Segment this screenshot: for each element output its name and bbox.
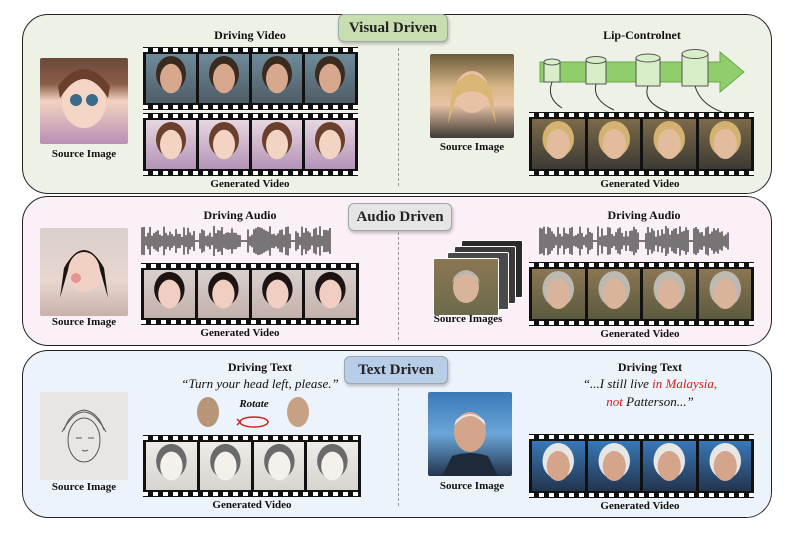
video-frame (197, 270, 249, 318)
text-quote-right-1a: “...I still live (582, 376, 653, 391)
audio-generated-left-strip (141, 263, 359, 325)
visual-source-label: Source Image (51, 148, 117, 160)
video-frame (305, 54, 355, 103)
text-source-image (40, 392, 128, 480)
text-quote-right-1b: in Malaysia, (652, 376, 718, 391)
text-generated-right-label: Generated Video (600, 500, 680, 512)
audio-source-stack-front (433, 258, 499, 316)
text-source-image-right (428, 392, 512, 476)
video-frame (146, 120, 196, 169)
visual-generated-right-strip (529, 112, 754, 176)
visual-source-right-label: Source Image (439, 141, 505, 153)
text-driving-text-right-label: Driving Text (617, 360, 683, 374)
video-frame (643, 269, 696, 319)
video-frame (532, 269, 585, 319)
visual-driving-strip (143, 47, 358, 110)
visual-divider (398, 48, 399, 186)
visual-driving-video-label: Driving Video (214, 28, 286, 42)
video-frame (307, 442, 358, 490)
audio-source-label: Source Image (51, 316, 117, 328)
video-frame (252, 120, 302, 169)
video-frame (146, 442, 197, 490)
audio-driving-audio-right-label: Driving Audio (607, 208, 681, 222)
audio-generated-right-strip (529, 262, 754, 326)
text-quote-left: “Turn your head left, please.” (181, 376, 339, 391)
audio-source-images-label: Source Images (433, 313, 503, 325)
video-frame (532, 441, 585, 491)
text-generated-left-label: Generated Video (212, 499, 292, 511)
audio-generated-left-label: Generated Video (200, 327, 280, 339)
video-frame (199, 442, 251, 490)
audio-driven-badge: Audio Driven (348, 203, 452, 231)
visual-generated-right-label: Generated Video (600, 178, 680, 190)
video-frame (305, 270, 356, 318)
text-generated-left-strip (143, 435, 361, 497)
audio-driving-audio-left-label: Driving Audio (203, 208, 277, 222)
text-divider (398, 388, 399, 506)
visual-generated-left-label: Generated Video (210, 178, 290, 190)
audio-generated-right-label: Generated Video (600, 328, 680, 340)
video-frame (587, 119, 640, 169)
video-frame (698, 119, 751, 169)
audio-waveform-left (141, 226, 331, 256)
text-quote-right-2a: not (606, 394, 623, 409)
visual-source-image (40, 58, 128, 144)
video-frame (587, 441, 640, 491)
video-frame (643, 119, 696, 169)
audio-waveform-right (539, 226, 729, 256)
video-frame (698, 269, 751, 319)
video-frame (305, 120, 355, 169)
visual-generated-strip (143, 113, 358, 176)
audio-divider (398, 232, 399, 340)
text-quote-right-line2: not Patterson...” (550, 394, 750, 410)
video-frame (199, 54, 249, 103)
rotate-heads (197, 397, 309, 428)
lip-controlnet-diagram (539, 49, 745, 113)
text-generated-right-strip (529, 434, 754, 498)
video-frame (199, 120, 249, 169)
video-frame (698, 441, 751, 491)
text-driving-text-left-label: Driving Text (227, 360, 293, 374)
visual-driven-badge: Visual Driven (338, 14, 448, 42)
video-frame (253, 442, 305, 490)
text-source-label: Source Image (51, 481, 117, 493)
video-frame (587, 269, 640, 319)
video-frame (251, 270, 303, 318)
text-source-right-label: Source Image (439, 480, 505, 492)
video-frame (252, 54, 302, 103)
text-driven-badge: Text Driven (344, 356, 448, 384)
text-quote-right-2b: Patterson...” (622, 394, 694, 409)
video-frame (532, 119, 585, 169)
rotate-label: Rotate (239, 398, 269, 410)
video-frame (144, 270, 195, 318)
text-quote-right-line1: “...I still live in Malaysia, (550, 376, 750, 392)
visual-source-image-right (430, 54, 514, 138)
lip-controlnet-label: Lip-Controlnet (603, 28, 681, 42)
video-frame (643, 441, 696, 491)
audio-source-image (40, 228, 128, 316)
video-frame (146, 54, 196, 103)
